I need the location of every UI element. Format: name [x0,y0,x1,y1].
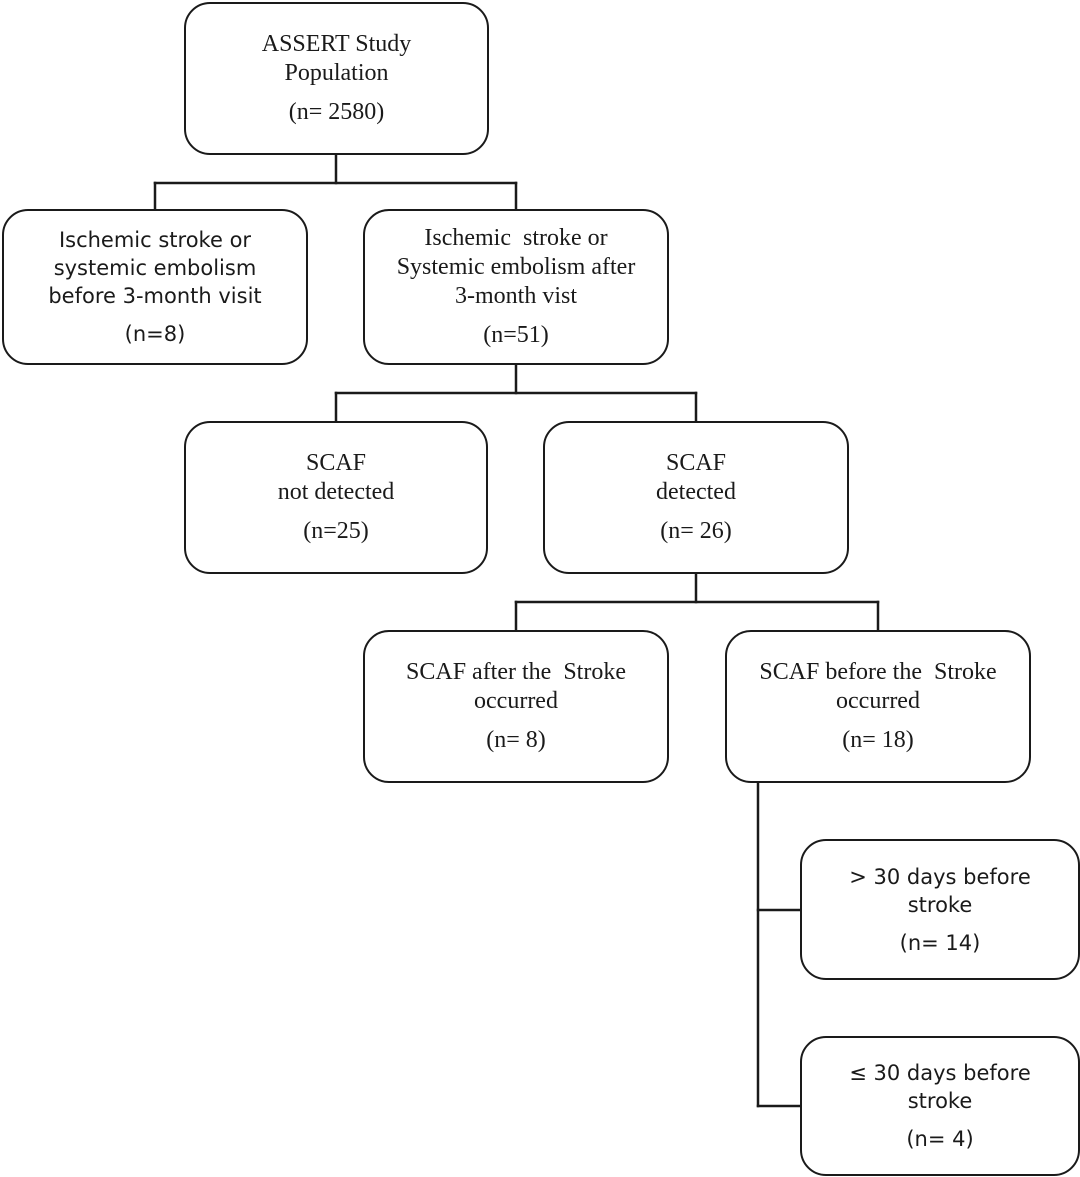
node-label-line: SCAF before the Stroke [759,659,997,685]
node-count: (n= 8) [486,727,546,753]
node-label-line: > 30 days before [849,864,1031,889]
node-ischemic-before-3-month: Ischemic stroke or systemic embolism bef… [2,209,308,365]
node-count: (n=51) [483,322,549,348]
node-count: (n=8) [124,322,186,346]
node-label-line: not detected [277,479,395,505]
node-scaf-detected: SCAF detected (n= 26) [543,421,849,574]
node-label-line: SCAF [305,450,367,476]
node-label-line: occurred [474,688,558,714]
node-label-line: Systemic embolism after [396,254,636,280]
node-scaf-not-detected: SCAF not detected (n=25) [184,421,488,574]
node-label-line: stroke [907,892,973,917]
node-scaf-after-stroke: SCAF after the Stroke occurred (n= 8) [363,630,669,783]
node-scaf-before-stroke: SCAF before the Stroke occurred (n= 18) [725,630,1031,783]
node-label-line: SCAF after the Stroke [406,659,626,685]
node-label-line: occurred [836,688,920,714]
node-count: (n= 18) [842,727,914,753]
node-30-days-or-less: ≤ 30 days before stroke (n= 4) [800,1036,1080,1176]
node-label-line: Population [284,60,389,86]
node-label-line: detected [656,479,736,505]
node-label-line: 3-month vist [454,283,577,309]
node-count: (n= 14) [899,930,981,955]
node-label-line: before 3-month visit [48,284,262,308]
node-more-than-30-days: > 30 days before stroke (n= 14) [800,839,1080,980]
node-assert-study-population: ASSERT Study Population (n= 2580) [184,2,489,155]
node-label-line: ≤ 30 days before [849,1061,1031,1085]
node-count: (n= 4) [906,1127,974,1151]
node-label-line: systemic embolism [53,256,257,280]
node-label-line: Ischemic stroke or [58,228,252,252]
node-count: (n=25) [303,518,369,544]
node-label-line: SCAF [665,450,727,476]
node-label-line: ASSERT Study [261,31,412,57]
node-label-line: Ischemic stroke or [424,225,608,251]
node-label-line: stroke [907,1089,973,1113]
node-count: (n= 2580) [288,99,385,125]
node-count: (n= 26) [660,518,732,544]
node-ischemic-after-3-month: Ischemic stroke or Systemic embolism aft… [363,209,669,365]
